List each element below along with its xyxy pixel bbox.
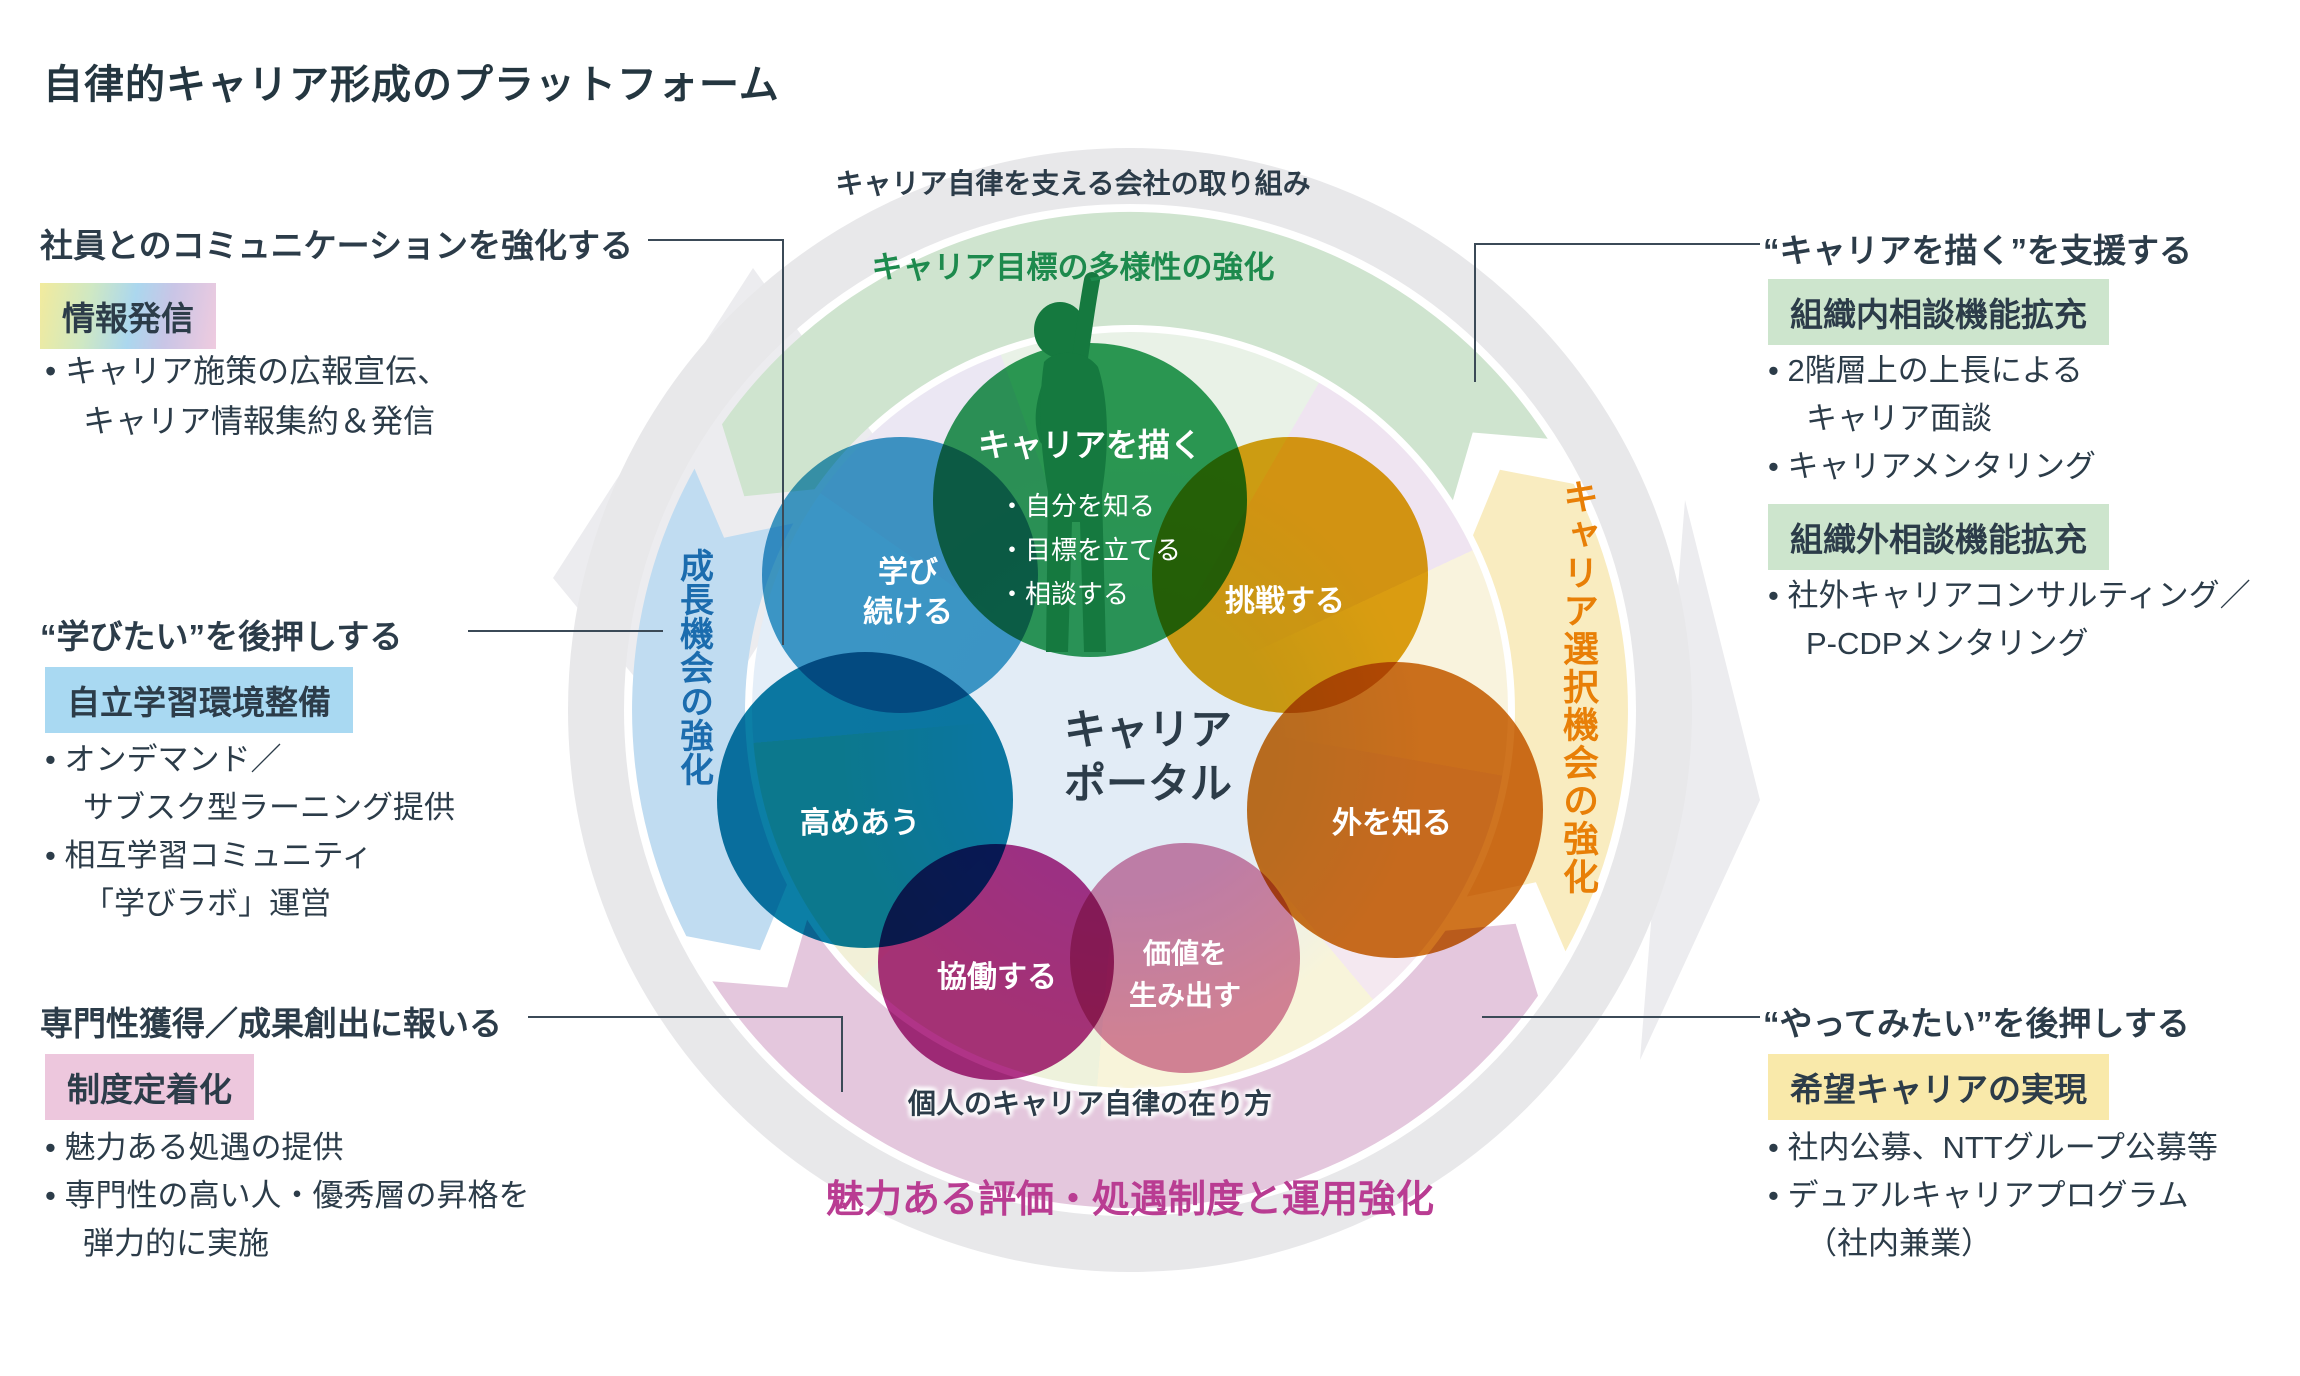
bullet-line: • オンデマンド／ <box>45 742 282 777</box>
annotation-comm-heading: 社員とのコミュニケーションを強化する <box>40 227 634 264</box>
draw-career-bullet: ・自分を知る <box>998 491 1156 521</box>
draw-career-title: キャリアを描く <box>977 427 1203 463</box>
annotation-comm-tag-wrap: 情報発信 <box>40 283 216 349</box>
draw-career-bullet: ・目標を立てる <box>998 535 1182 565</box>
connector-draw-h <box>1474 243 1760 245</box>
circle-create-value <box>1070 843 1300 1073</box>
create-value-label: 価値を 生み出す <box>1129 933 1241 1017</box>
annotation-draw-tag1-wrap: 組織内相談機能拡充 <box>1768 279 2109 345</box>
top-heading: キャリア目標の多様性の強化 <box>871 250 1275 285</box>
bullet-line: • デュアルキャリアプログラム <box>1768 1178 2189 1213</box>
bullet-line: 弾力的に実施 <box>83 1226 269 1261</box>
left-ring-label: 成長機会の強化 <box>674 548 713 786</box>
career-portal-label: キャリア ポータル <box>1064 703 1232 811</box>
career-portal-line1: キャリア <box>1063 706 1233 753</box>
tag-self-learning: 自立学習環境整備 <box>45 667 353 733</box>
bottom-caption: 個人のキャリア自律の在り方 <box>907 1088 1273 1119</box>
keep-learning-label: 学び 続ける <box>863 553 953 633</box>
annotation-try-heading: “やってみたい”を後押しする <box>1763 1005 2190 1042</box>
bullet-line: • キャリアメンタリング <box>1768 449 2096 484</box>
annotation-learn-lines: • オンデマンド／ サブスク型ラーニング提供 • 相互学習コミュニティ 「学びラ… <box>45 736 455 928</box>
bullet-line: • 2階層上の上長による <box>1768 353 2083 388</box>
collaborate-label: 協働する <box>937 961 1057 994</box>
career-portal-line2: ポータル <box>1063 760 1233 807</box>
bullet-line: • 社外キャリアコンサルティング／ <box>1768 578 2251 613</box>
annotation-learn-heading: “学びたい”を後押しする <box>40 618 403 655</box>
connector-comm-v <box>782 239 784 645</box>
draw-career-label-block: キャリアを描く ・自分を知る ・目標を立てる ・相談する <box>978 420 1202 616</box>
ring-segment-green <box>722 211 1548 501</box>
connector-comm-h <box>648 239 784 241</box>
annotation-reward-lines: • 魅力ある処遇の提供 • 専門性の高い人・優秀層の昇格を 弾力的に実施 <box>45 1124 529 1268</box>
tag-internal-consultation: 組織内相談機能拡充 <box>1768 279 2109 345</box>
annotation-comm-lines: • キャリア施策の広報宣伝、 キャリア情報集約＆発信 <box>45 346 449 446</box>
bullet-line: （社内兼業） <box>1806 1226 1992 1261</box>
annotation-reward-heading: 専門性獲得／成果創出に報いる <box>40 1005 502 1042</box>
keep-learning-line2: 続ける <box>863 596 953 629</box>
annotation-draw-tag2-wrap: 組織外相談機能拡充 <box>1768 504 2109 570</box>
annotation-try-lines: • 社内公募、NTTグループ公募等 • デュアルキャリアプログラム （社内兼業） <box>1768 1124 2218 1268</box>
annotation-draw-lines1: • 2階層上の上長による キャリア面談 • キャリアメンタリング <box>1768 347 2096 491</box>
create-value-line1: 価値を <box>1142 938 1228 969</box>
page-title: 自律的キャリア形成のプラットフォーム <box>43 63 780 107</box>
bottom-heading: 魅力ある評価・処遇制度と運用強化 <box>825 1179 1435 1221</box>
keep-learning-line1: 学び <box>878 556 938 589</box>
bullet-line: • 魅力ある処遇の提供 <box>45 1130 344 1165</box>
bullet-line: 「学びラボ」運営 <box>83 886 331 921</box>
connector-reward-h <box>528 1016 842 1018</box>
know-outside-label: 外を知る <box>1332 807 1452 840</box>
tag-desired-career: 希望キャリアの実現 <box>1768 1054 2109 1120</box>
draw-career-bullet: ・相談する <box>998 579 1130 609</box>
annotation-try-tag-wrap: 希望キャリアの実現 <box>1768 1054 2109 1120</box>
top-caption: キャリア自律を支える会社の取り組み <box>835 168 1311 199</box>
bullet-line: キャリア情報集約＆発信 <box>83 403 436 439</box>
create-value-line2: 生み出す <box>1128 980 1242 1011</box>
outer-gray-ring <box>568 148 1692 1272</box>
annotation-learn-tag-wrap: 自立学習環境整備 <box>45 667 353 733</box>
right-ring-label: キャリア選択機会の強化 <box>1558 478 1599 896</box>
annotation-draw-heading: “キャリアを描く”を支援する <box>1763 232 2192 269</box>
tag-information: 情報発信 <box>40 283 216 349</box>
connector-learn-h <box>468 630 663 632</box>
bullet-line: • キャリア施策の広報宣伝、 <box>45 353 450 389</box>
bullet-line: • 社内公募、NTTグループ公募等 <box>1768 1130 2218 1165</box>
connector-try-h <box>1482 1016 1760 1018</box>
tag-external-consultation: 組織外相談機能拡充 <box>1768 504 2109 570</box>
bullet-line: サブスク型ラーニング提供 <box>83 790 455 825</box>
challenge-label: 挑戦する <box>1225 585 1345 618</box>
circle-know-outside <box>1247 662 1543 958</box>
bullet-line: キャリア面談 <box>1806 401 1992 436</box>
tag-system-establishment: 制度定着化 <box>45 1054 254 1120</box>
ring-segment-pink <box>712 919 1538 1209</box>
bullet-line: P-CDPメンタリング <box>1806 626 2089 661</box>
draw-career-bullets: ・自分を知る ・目標を立てる ・相談する <box>999 484 1181 616</box>
improve-together-label: 高めあう <box>800 807 920 840</box>
connector-draw-v <box>1474 243 1476 382</box>
annotation-reward-tag-wrap: 制度定着化 <box>45 1054 254 1120</box>
connector-reward-v <box>841 1016 843 1092</box>
person-icon <box>1034 272 1107 652</box>
bullet-line: • 専門性の高い人・優秀層の昇格を <box>45 1178 530 1213</box>
annotation-draw-lines2: • 社外キャリアコンサルティング／ P-CDPメンタリング <box>1768 572 2251 668</box>
bullet-line: • 相互学習コミュニティ <box>45 838 373 873</box>
